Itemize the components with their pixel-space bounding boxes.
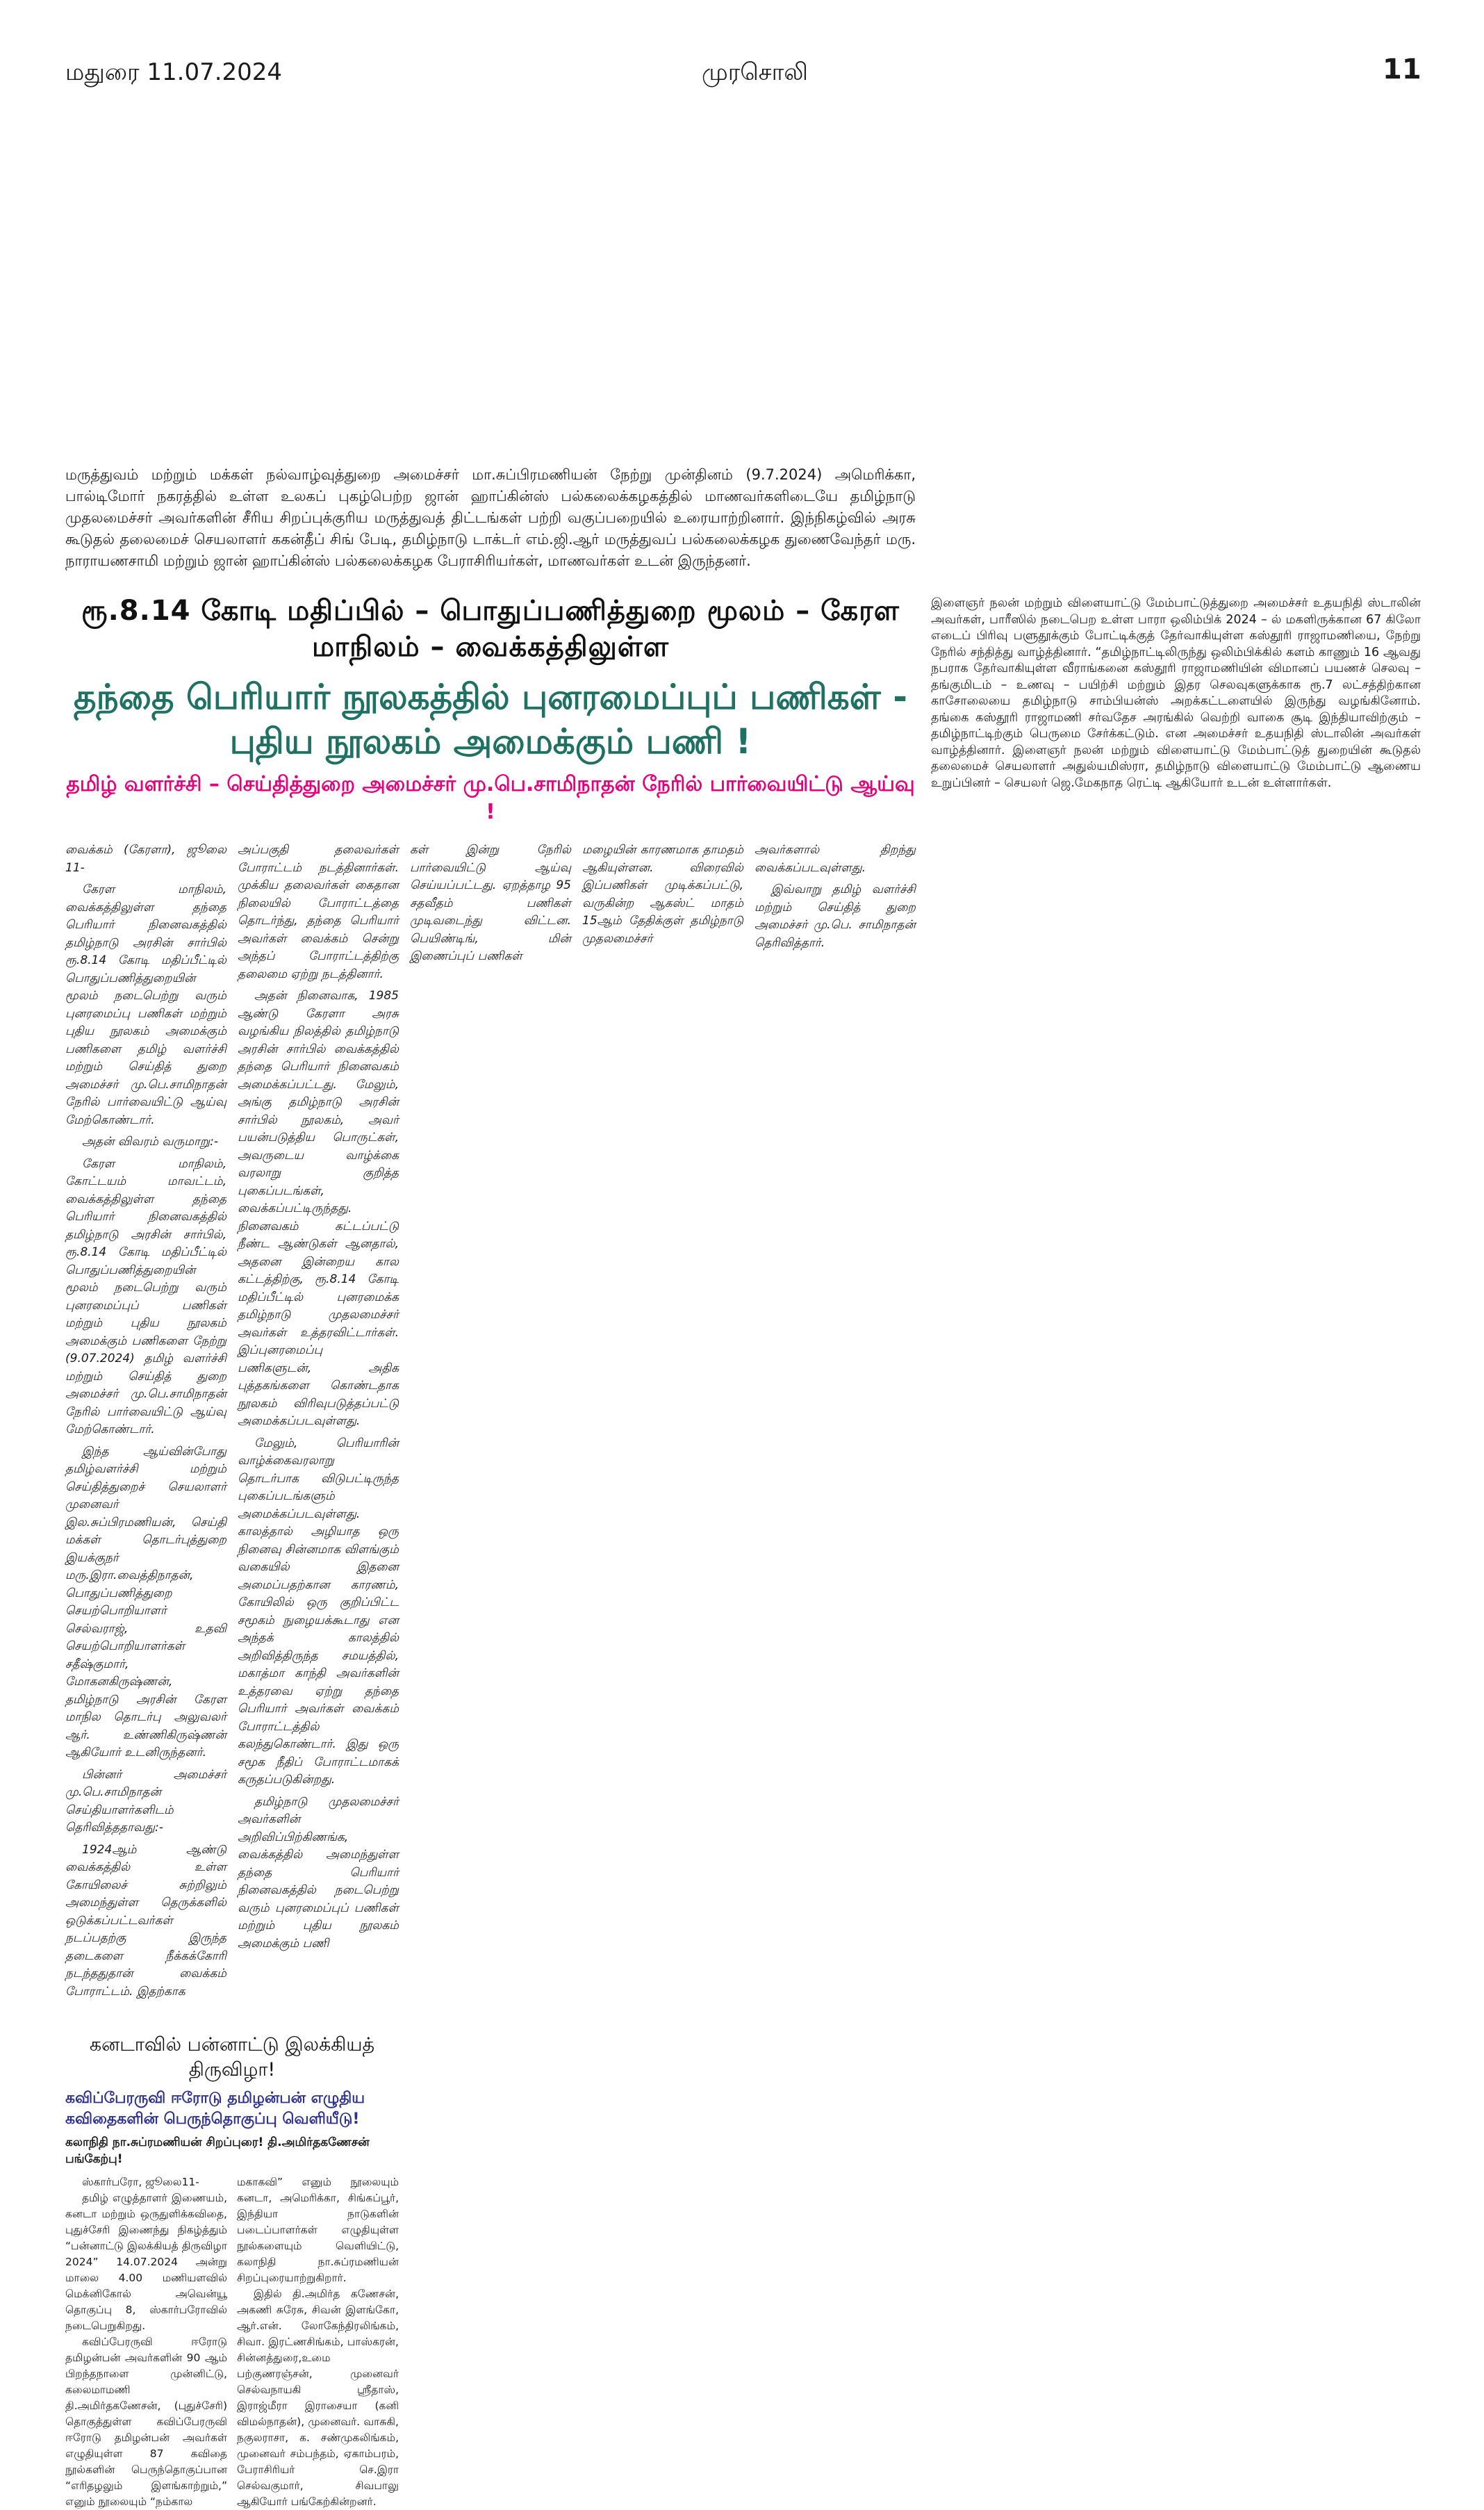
paragraph: மேலும், பெரியாரின் வாழ்க்கைவரலாறு தொடர்ப…: [238, 1436, 399, 1787]
article-body: வைக்கம் (கேரளா), ஜூலை 11- கேரள மாநிலம், …: [65, 842, 916, 2005]
article-column-1: வைக்கம் (கேரளா), ஜூலை 11- கேரள மாநிலம், …: [65, 842, 226, 2005]
dateline: ஸ்கார்பரோ, ஜூலை11-: [82, 2176, 199, 2188]
bottom-article-subtitle-2: கலாநிதி நா.சுப்ரமணியன் சிறப்புரை! தி.அமி…: [65, 2135, 370, 2166]
bottom-article-subtitle: கவிப்பேரருவி ஈரோடு தமிழன்பன் எழுதிய கவித…: [65, 2090, 365, 2128]
paragraph: கேரள மாநிலம், கோட்டயம் மாவட்டம், வைக்கத்…: [65, 1156, 226, 1437]
left-content-area: மருத்துவம் மற்றும் மக்கள் நல்வாழ்வுத்துற…: [65, 464, 916, 2510]
paragraph: மழையின் காரணமாக தாமதம் ஆகியுள்ளன. விரைவி…: [582, 843, 743, 946]
article-column-2: அப்பகுதி தலைவர்கள் போராட்டம் நடத்தினார்க…: [238, 842, 399, 1957]
paragraph: அப்பகுதி தலைவர்கள் போராட்டம் நடத்தினார்க…: [238, 843, 399, 981]
masthead: முரசொலி: [702, 58, 808, 86]
paragraph: மகாகவி” எனும் நூலையும் கனடா, அமெரிக்கா, …: [237, 2176, 399, 2284]
paragraph: இந்த ஆய்வின்போது தமிழ்வளர்ச்சி மற்றும் ச…: [65, 1444, 226, 1760]
paragraph: கள் இன்று நேரில் பார்வையிட்டு ஆய்வு செய்…: [410, 843, 571, 963]
paragraph: தமிழ்நாடு முதலமைச்சர் அவர்களின் அறிவிப்ப…: [238, 1794, 399, 1951]
article-column-3: கள் இன்று நேரில் பார்வையிட்டு ஆய்வு செய்…: [410, 842, 571, 970]
article-subheadline: தமிழ் வளர்ச்சி – செய்தித்துறை அமைச்சர் ம…: [66, 772, 915, 824]
paragraph: இதில் தி.அமிர்த கணேசன், அகணி சுரேசு, சிவ…: [237, 2288, 399, 2508]
edition-date: மதுரை 11.07.2024: [65, 58, 283, 86]
bottom-article-column-1: ஸ்கார்பரோ, ஜூலை11- தமிழ் எழுத்தாளர் இணைய…: [65, 2174, 227, 2510]
article-kicker: ரூ.8.14 கோடி மதிப்பில் – பொதுப்பணித்துறை…: [81, 595, 900, 663]
paragraph: அவர்களால் திறந்து வைக்கப்படவுள்ளது.: [755, 843, 916, 875]
paragraph: 1924ஆம் ஆண்டு வைக்கத்தில் உள்ள கோயிலைச் …: [65, 1842, 226, 1999]
bottom-article-body: ஸ்கார்பரோ, ஜூலை11- தமிழ் எழுத்தாளர் இணைய…: [65, 2174, 399, 2510]
dateline: வைக்கம் (கேரளா), ஜூலை 11-: [65, 843, 226, 875]
paragraph: தமிழ் எழுத்தாளர் இணையம், கனடா மற்றும் ஒர…: [65, 2192, 227, 2332]
right-photo-caption: இளைஞர் நலன் மற்றும் விளையாட்டு மேம்பாட்ட…: [931, 596, 1421, 790]
article-column-4: மழையின் காரணமாக தாமதம் ஆகியுள்ளன. விரைவி…: [582, 842, 743, 952]
paragraph: அதன் விவரம் வருமாறு:-: [82, 1135, 218, 1149]
bottom-article: கனடாவில் பன்னாட்டு இலக்கியத் திருவிழா! க…: [65, 2033, 399, 2510]
paragraph: கேரள மாநிலம், வைக்கத்திலுள்ள தந்தை பெரிய…: [65, 883, 226, 1127]
article-headline: தந்தை பெரியார் நூலகத்தில் புனரமைப்புப் ப…: [74, 677, 907, 762]
paragraph: இவ்வாறு தமிழ் வளர்ச்சி மற்றும் செய்தித் …: [755, 883, 916, 950]
top-photo-caption: மருத்துவம் மற்றும் மக்கள் நல்வாழ்வுத்துற…: [65, 466, 916, 569]
paragraph: கவிப்பேரருவி ஈரோடு தமிழன்பன் அவர்களின் 9…: [65, 2336, 227, 2508]
paragraph: பின்னர் அமைச்சர் மு.பெ.சாமிநாதன் செய்திய…: [65, 1767, 226, 1835]
bottom-article-column-2: மகாகவி” எனும் நூலையும் கனடா, அமெரிக்கா, …: [237, 2174, 399, 2510]
paragraph: அதன் நினைவாக, 1985 ஆண்டு கேரளா அரசு வழங்…: [238, 989, 399, 1428]
bottom-article-title: கனடாவில் பன்னாட்டு இலக்கியத் திருவிழா!: [89, 2034, 375, 2081]
page-number: 11: [1383, 54, 1421, 85]
article-column-5: அவர்களால் திறந்து வைக்கப்படவுள்ளது. இவ்வ…: [755, 842, 916, 956]
